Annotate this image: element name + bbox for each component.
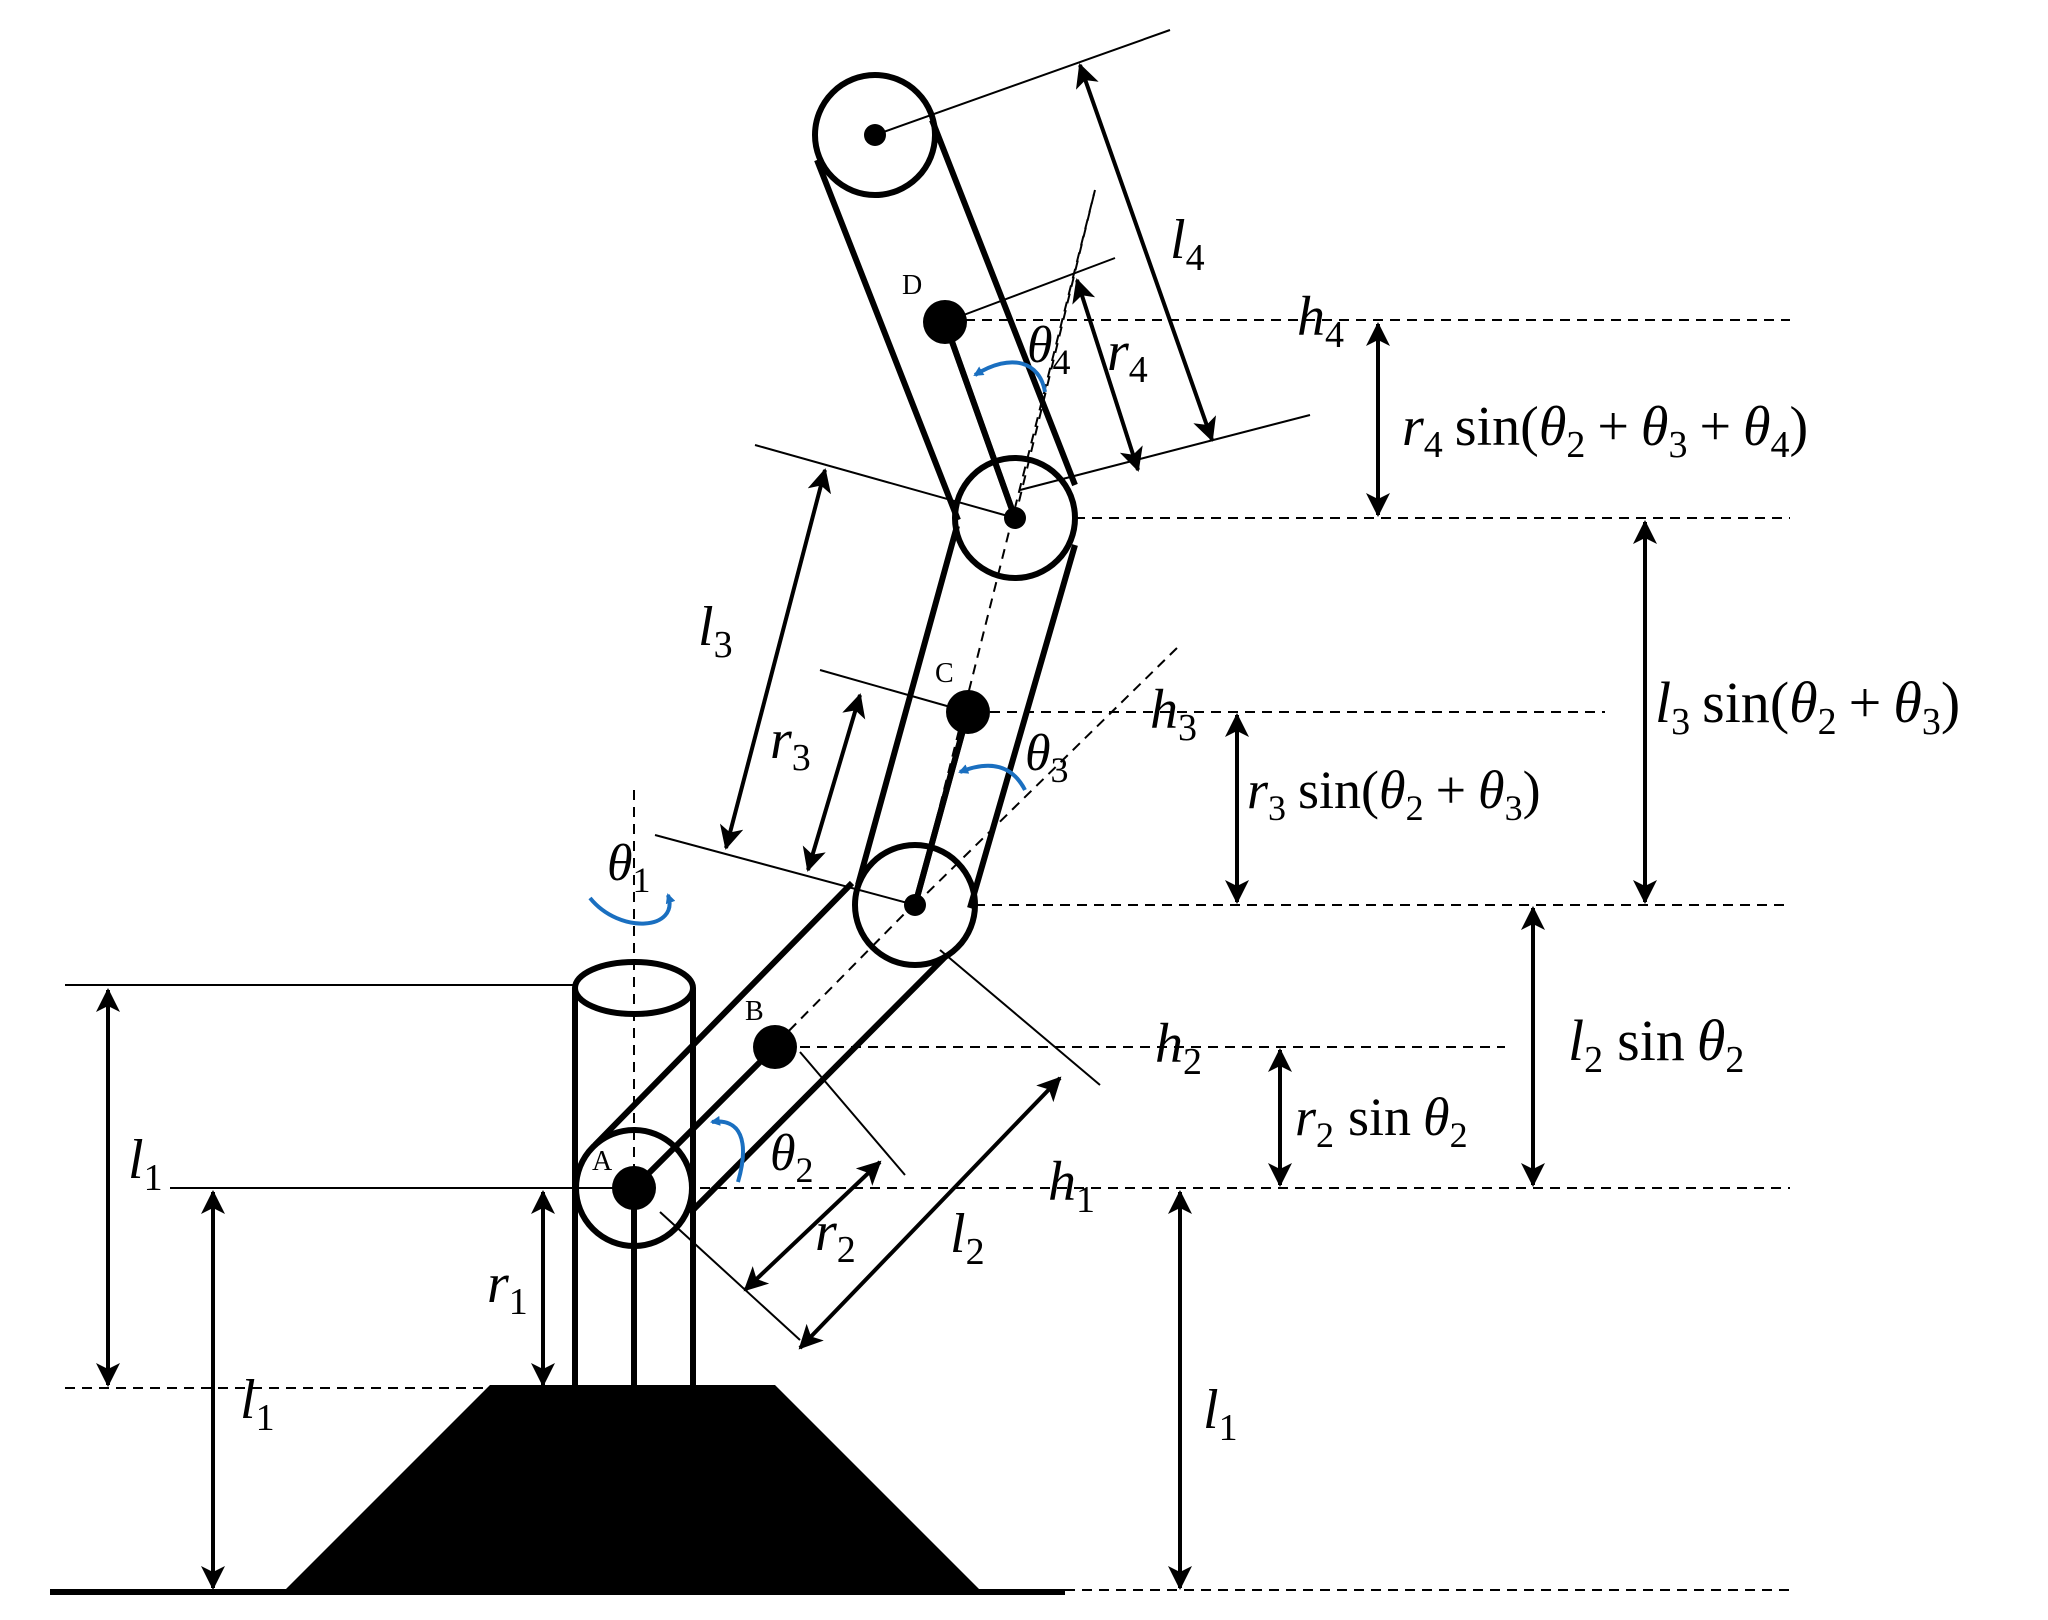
dim-l4 [1075,63,1217,442]
point-b [753,1025,797,1069]
theta4-rotation-arrow [973,360,1047,393]
base-pedestal [285,1385,980,1590]
label-l1-column: l1 [128,1129,163,1199]
ext-perp-a [659,1211,801,1341]
link2-lower-edge [687,952,950,1216]
label-l2: l2 [950,1203,985,1273]
label-c: C [935,658,954,689]
label-r4: r4 [1107,321,1148,391]
label-h2: h2 [1155,1013,1202,1083]
label-h3: h3 [1150,679,1197,749]
label-a: A [592,1146,613,1177]
ext-perp-end [874,29,1171,136]
link3-rod-overlay [912,711,971,906]
label-l1-right: l1 [1203,1379,1238,1449]
link2-extension-axis [914,644,1181,906]
link2-inner-rod [631,1047,775,1191]
link4-rod-overlay [942,320,1018,520]
theta1-rotation-arrow [588,893,676,926]
link3-left-edge [855,525,960,886]
ext-perp-joint2 [939,949,1101,1086]
ext-perp-joint3-right [1019,414,1311,491]
theta3-rotation-arrow [958,763,1027,791]
label-h1: h1 [1048,1151,1095,1221]
ext-perp-joint3-left [754,444,1016,519]
label-r2: r2 [815,1201,856,1271]
label-l3: l3 [698,596,733,666]
link4-right-edge [929,118,1078,487]
theta2-rotation-arrow [710,1115,745,1183]
label-h4: h4 [1297,286,1344,356]
label-l1-left: l1 [240,1369,275,1439]
link3-right-edge [967,544,1078,909]
label-r3: r3 [770,709,811,779]
label-theta3: θ3 [1025,725,1069,790]
label-l4: l4 [1170,209,1205,279]
label-r1: r1 [487,1253,528,1323]
label-theta2: θ2 [770,1125,814,1190]
label-b: B [745,996,764,1027]
label-d: D [902,270,922,301]
link2-upper-edge [592,880,855,1148]
ext-perp-c [819,669,969,713]
link2-axis [633,905,913,1189]
dim-l2 [798,1076,1062,1350]
dim-r3 [802,693,866,872]
label-theta4: θ4 [1027,317,1071,382]
link4-left-edge [814,158,961,522]
label-theta1: θ1 [607,835,651,900]
ext-perp-b [799,1051,906,1176]
ext-perp-joint2-left [654,834,916,906]
end-effector-circle [812,72,938,198]
dim-l3 [719,468,832,850]
